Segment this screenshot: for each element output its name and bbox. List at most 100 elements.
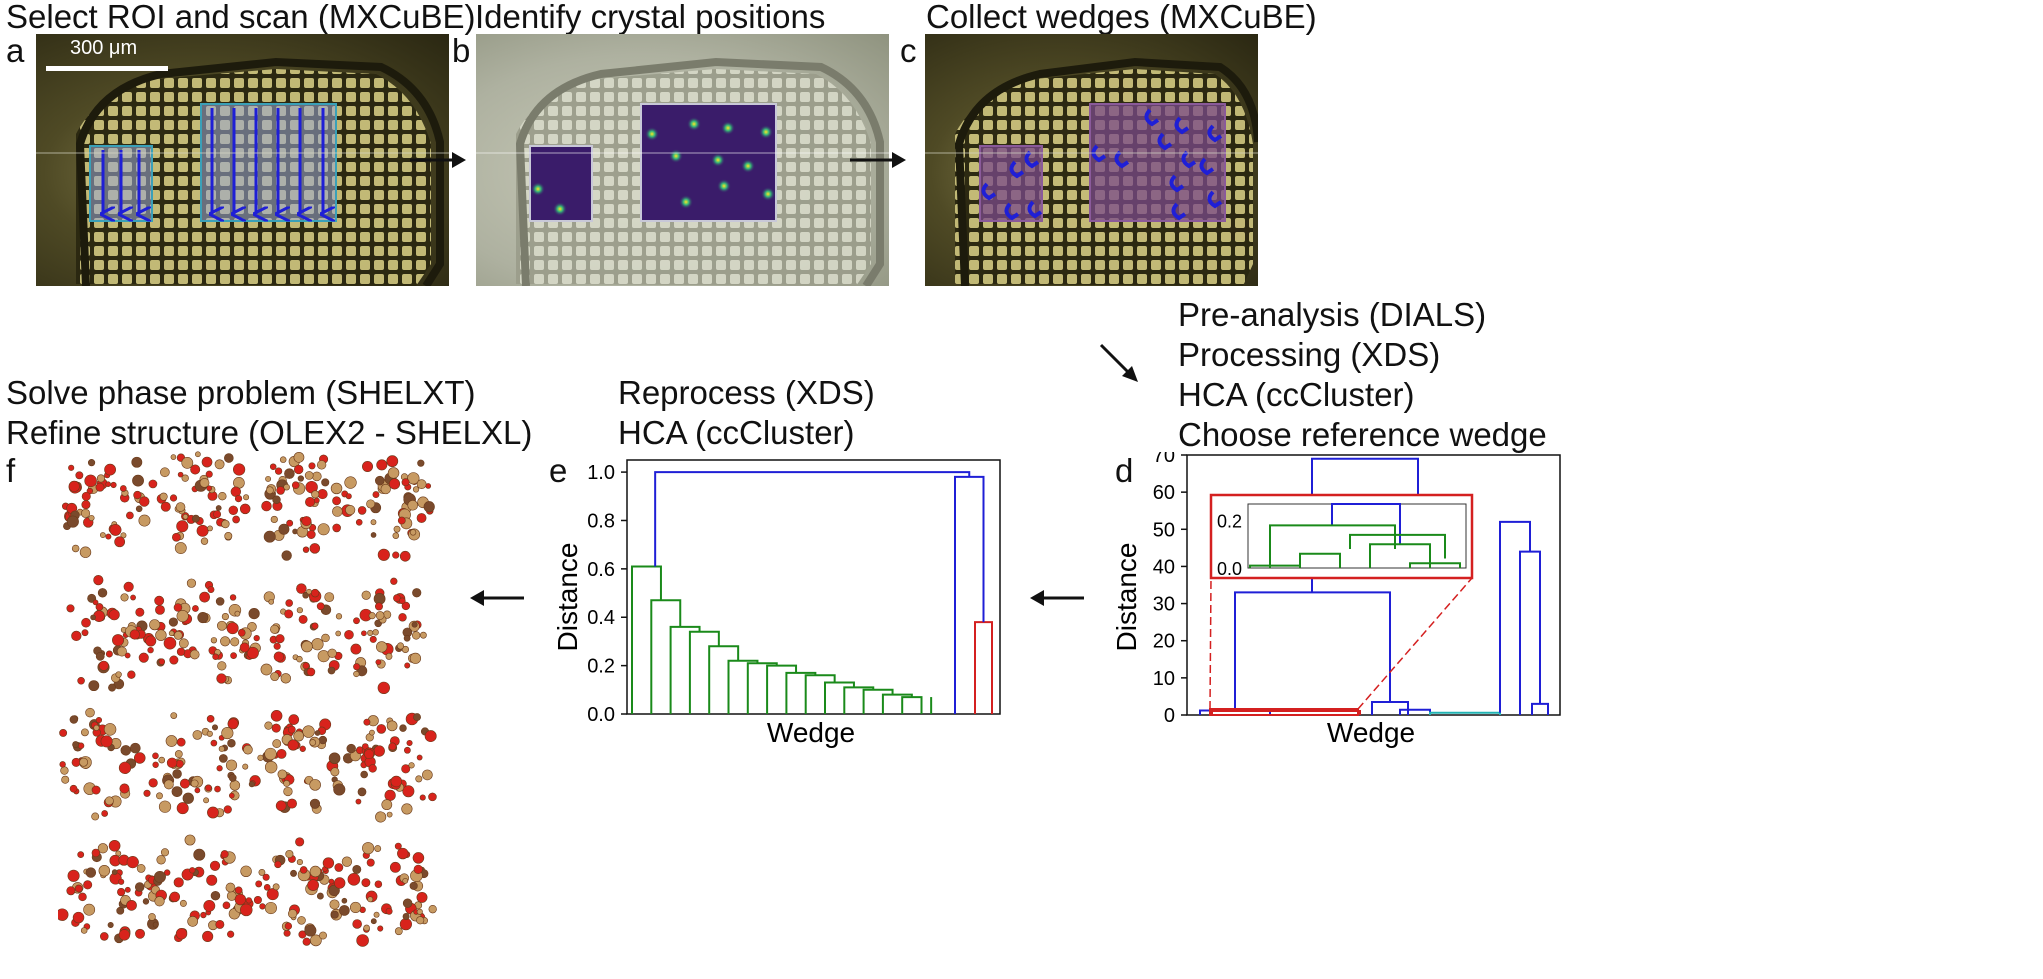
structure-atom: [87, 459, 96, 467]
structure-atom: [221, 519, 230, 529]
structure-atom: [172, 532, 181, 542]
structure-atom: [281, 550, 292, 561]
structure-atom: [253, 895, 262, 905]
structure-atom: [95, 651, 105, 661]
chart-e-green-link: [901, 696, 923, 714]
structure-atom: [105, 533, 112, 540]
structure-atom: [240, 865, 252, 878]
structure-atom: [194, 787, 201, 794]
structure-atom: [285, 599, 293, 607]
structure-atom: [110, 481, 117, 489]
structure-atom: [317, 523, 330, 536]
structure-atom: [210, 637, 218, 644]
structure-atom: [264, 721, 273, 730]
structure-atom: [103, 723, 117, 736]
structure-atom: [255, 880, 263, 888]
structure-atom: [138, 514, 151, 527]
structure-atom: [229, 594, 237, 601]
chart-d-red-link: [1211, 710, 1361, 715]
structure-atom: [396, 642, 405, 650]
structure-atom: [403, 634, 411, 642]
structure-atom: [214, 785, 221, 793]
structure-atom: [181, 457, 194, 469]
structure-atom: [357, 506, 367, 515]
structure-atom: [77, 851, 85, 859]
structure-atom: [363, 718, 371, 726]
structure-atom: [296, 583, 307, 594]
structure-atom: [88, 680, 100, 692]
structure-atom: [392, 532, 400, 539]
panel-c-letter: c: [900, 32, 917, 69]
structure-atom: [394, 927, 403, 936]
structure-atom: [424, 730, 437, 743]
structure-atom: [155, 629, 167, 641]
structure-atom: [248, 781, 255, 788]
structure-atom: [347, 873, 361, 886]
structure-atom: [123, 581, 134, 592]
structure-atom: [176, 609, 189, 623]
structure-atom: [271, 723, 281, 733]
structure-atom: [399, 550, 411, 562]
chart-d-inset-link: [1331, 503, 1401, 545]
structure-atom: [402, 877, 409, 884]
structure-atom: [135, 505, 143, 513]
structure-atom: [74, 884, 83, 893]
chart-d-inset-link: [1349, 533, 1446, 559]
structure-atom: [133, 752, 146, 764]
chart-e-green-link: [631, 565, 662, 714]
structure-atom: [239, 503, 251, 515]
structure-atom: [369, 635, 377, 643]
chart-e-ytick-label: 0.8: [587, 510, 615, 532]
structure-atom: [312, 471, 322, 482]
structure-atom: [66, 604, 75, 613]
structure-atom: [98, 660, 109, 671]
structure-atom: [265, 475, 272, 482]
chart-d-inset-link: [1269, 524, 1396, 568]
structure-atom: [304, 924, 317, 937]
structure-atom: [221, 612, 229, 621]
chart-d-inset-link: [1409, 562, 1461, 568]
chart-e-green-link: [746, 662, 778, 714]
chart-d-inset-link: [1249, 564, 1301, 568]
chart-e-ytick-label: 0.6: [587, 559, 615, 581]
structure-atom: [416, 513, 427, 523]
structure-atom: [77, 742, 85, 749]
structure-atom: [377, 681, 390, 695]
structure-atom: [227, 718, 239, 730]
structure-atom: [158, 658, 166, 665]
structure-atom: [71, 544, 80, 553]
structure-atom: [370, 918, 377, 925]
structure-atom: [377, 925, 384, 932]
structure-atom: [176, 737, 186, 747]
structure-atom: [264, 760, 278, 774]
structure-atom: [318, 735, 328, 745]
structure-atom: [370, 532, 377, 538]
structure-atom: [272, 739, 282, 748]
structure-atom: [409, 652, 422, 664]
structure-atom: [283, 483, 290, 491]
structure-atom: [152, 752, 159, 760]
panel-b-overlay: [476, 57, 889, 286]
structure-atom: [200, 537, 209, 545]
structure-atom: [330, 910, 339, 919]
structure-atom: [148, 778, 158, 788]
structure-atom: [224, 531, 233, 540]
chart-d-ytick-label: 10: [1153, 668, 1175, 690]
chart-e-green-link: [843, 686, 875, 714]
structure-atom: [212, 653, 219, 660]
structure-atom: [262, 873, 270, 881]
structure-atom: [248, 608, 260, 620]
structure-atom: [226, 622, 239, 635]
structure-atom: [266, 888, 279, 901]
structure-atom: [142, 898, 150, 905]
structure-atom: [275, 800, 287, 812]
structure-atom: [372, 629, 379, 636]
chart-d-ytick-label: 20: [1153, 631, 1175, 653]
structure-atom: [148, 479, 158, 489]
structure-atom: [119, 783, 130, 794]
structure-atom: [193, 848, 206, 861]
structure-atom: [373, 745, 385, 757]
structure-atom: [230, 652, 237, 659]
structure-atom: [237, 628, 246, 637]
